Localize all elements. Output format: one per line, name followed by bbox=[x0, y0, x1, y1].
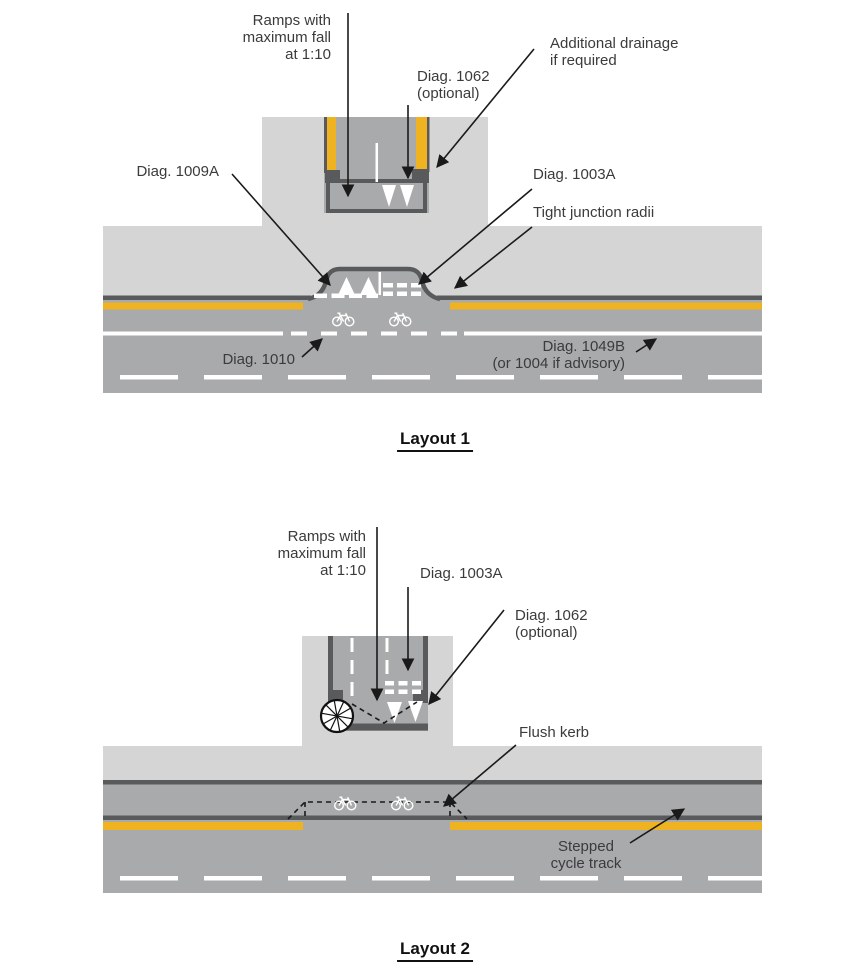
diag1062-arrow bbox=[428, 609, 505, 706]
layout2-lower-kerb-line bbox=[103, 815, 762, 820]
layout1-crossing-divider-line bbox=[378, 272, 381, 295]
label-ramps-line1: Ramps with bbox=[288, 528, 366, 545]
diag1010-arrow bbox=[301, 338, 323, 358]
diag1049b-arrow bbox=[635, 338, 658, 353]
layout1-title: Layout 1 bbox=[397, 429, 473, 452]
layout2-ramp-bottom-kerb bbox=[333, 723, 428, 731]
layout2-carriageway bbox=[103, 783, 762, 893]
layout2-ramp-dashed-edge bbox=[351, 701, 418, 724]
label-drainage-line2: if required bbox=[550, 52, 617, 69]
label-diag1062-line1: Diag. 1062 bbox=[515, 607, 588, 624]
label-tight-junction-radii: Tight junction radii bbox=[533, 204, 654, 221]
label-drainage-line1: Additional drainage bbox=[550, 35, 678, 52]
layout2-side-road bbox=[319, 636, 428, 734]
layout2-footway-band bbox=[103, 746, 762, 783]
label-diag1062-line1: Diag. 1062 bbox=[417, 68, 490, 85]
layout1-side-road-right-yellow-line bbox=[416, 117, 427, 172]
stepped-cycle-track-arrow bbox=[629, 808, 686, 844]
layout1-annotations: Ramps with maximum fall at 1:10 Diag. 10… bbox=[136, 12, 678, 372]
layout2-yellow-line-right bbox=[450, 822, 762, 830]
layout2-yellow-line-left bbox=[103, 822, 303, 830]
layout1-diagram: Ramps with maximum fall at 1:10 Diag. 10… bbox=[103, 12, 762, 393]
layout1-give-way-triangle-marking bbox=[382, 185, 396, 207]
layout1-give-way-triangle-marking bbox=[338, 277, 355, 295]
layout1-side-road-centre-line bbox=[375, 143, 378, 182]
label-diag1049b-line1: Diag. 1049B bbox=[542, 338, 625, 355]
diag1009a-arrow bbox=[231, 173, 331, 286]
layout1-give-way-triangle-marking bbox=[400, 185, 414, 207]
tight-radii-arrow bbox=[453, 226, 533, 289]
label-diag1010: Diag. 1010 bbox=[222, 351, 295, 368]
layout1-yellow-line-right bbox=[450, 302, 762, 310]
flush-kerb-arrow bbox=[443, 744, 517, 807]
layout1-kerb-line-right bbox=[437, 295, 762, 300]
label-diag1049b-line2: (or 1004 if advisory) bbox=[492, 355, 625, 372]
layout1-side-road-right-kerb bbox=[427, 117, 430, 172]
label-diag1003a: Diag. 1003A bbox=[533, 166, 616, 183]
layout2-give-way-triangle-marking bbox=[408, 701, 423, 722]
layout2-upper-kerb-line bbox=[103, 780, 762, 785]
layout2-annotations: Ramps with maximum fall at 1:10 Diag. 10… bbox=[278, 527, 686, 872]
layout2-side-road-left-kerb bbox=[328, 636, 333, 692]
label-ramps-line2: maximum fall bbox=[243, 29, 331, 46]
label-flush-kerb: Flush kerb bbox=[519, 724, 589, 741]
label-stepped-line2: cycle track bbox=[551, 855, 622, 872]
label-ramps-line3: at 1:10 bbox=[320, 562, 366, 579]
drainage-arrow bbox=[436, 48, 535, 168]
label-ramps-line2: maximum fall bbox=[278, 545, 366, 562]
label-diag1003a: Diag. 1003A bbox=[420, 565, 503, 582]
layout2-give-way-triangle-marking bbox=[387, 702, 402, 723]
layout1-give-way-triangle-marking bbox=[360, 277, 377, 295]
flush-kerb-dashed-path bbox=[287, 801, 468, 820]
layout1-side-road-left-kerb bbox=[324, 117, 327, 173]
layout2-side-road-right-kerb bbox=[423, 636, 428, 692]
layout2-diagram: Ramps with maximum fall at 1:10 Diag. 10… bbox=[103, 527, 762, 893]
diag1003a-arrow bbox=[418, 188, 533, 285]
label-diag1062-line2: (optional) bbox=[515, 624, 578, 641]
layout1-footway-band bbox=[103, 226, 762, 296]
label-diag1009a: Diag. 1009A bbox=[136, 163, 219, 180]
label-ramps-line3: at 1:10 bbox=[285, 46, 331, 63]
wheel-roundel-icon bbox=[319, 698, 355, 734]
label-diag1062-line2: (optional) bbox=[417, 85, 480, 102]
layout1-kerb-line-left bbox=[103, 295, 311, 300]
layout1-crossing-markings bbox=[314, 272, 421, 298]
label-ramps-line1: Ramps with bbox=[253, 12, 331, 29]
wheel-roundel-spokes bbox=[321, 700, 353, 732]
label-stepped-line1: Stepped bbox=[558, 838, 614, 855]
layout1-yellow-line-left bbox=[103, 302, 303, 310]
layout1-side-road bbox=[324, 117, 430, 213]
layout2-title: Layout 2 bbox=[397, 939, 473, 962]
layout1-side-road-left-yellow-line bbox=[327, 117, 336, 173]
